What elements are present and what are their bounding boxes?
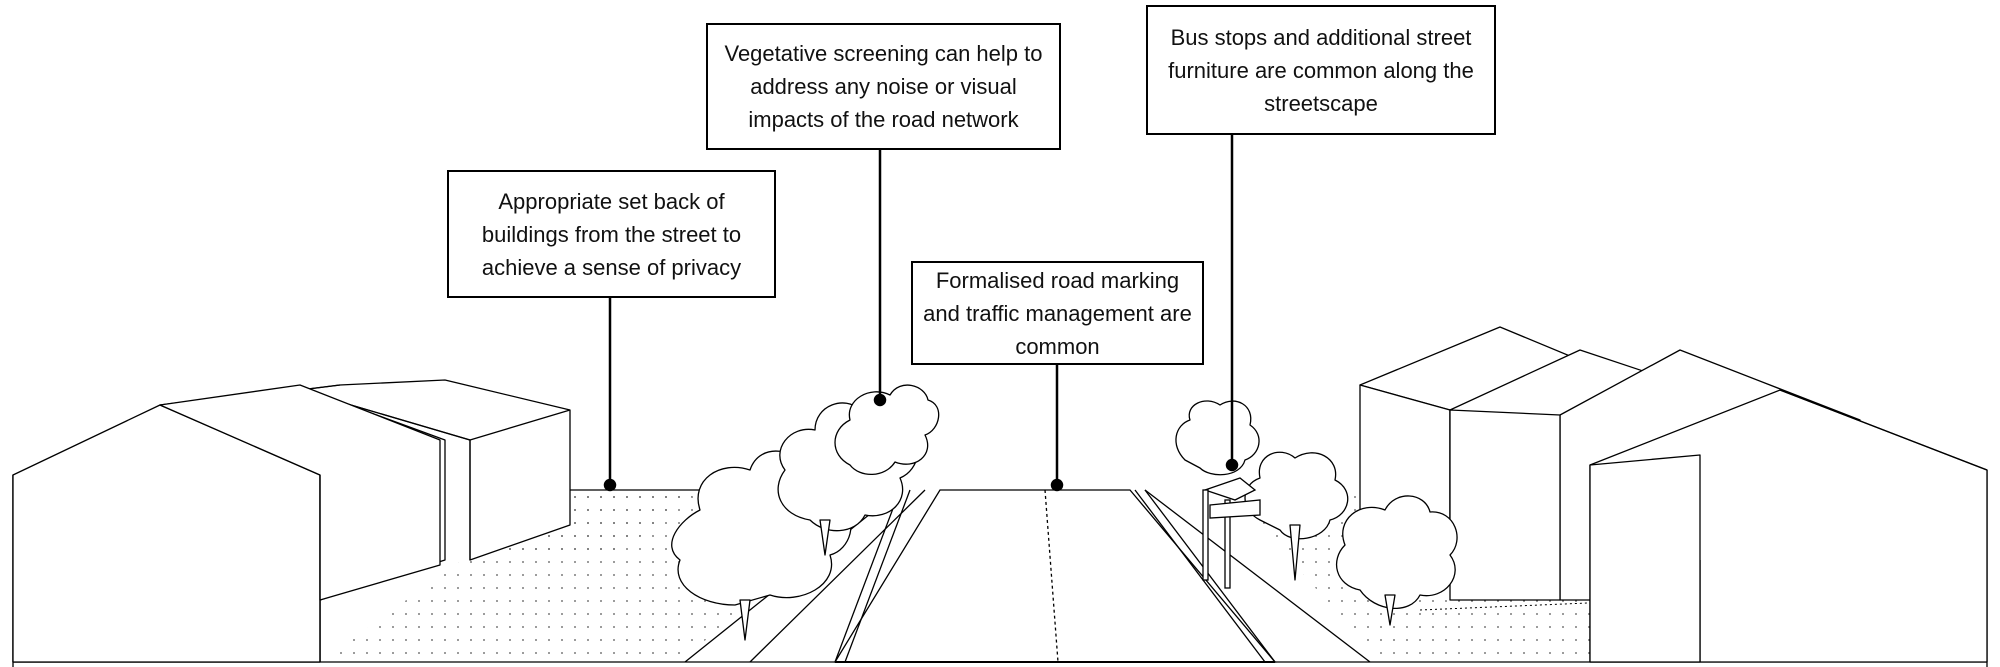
right-houses	[1359, 326, 1988, 663]
screening-callout-text: Vegetative screening can help to address…	[724, 41, 1043, 132]
bus-shelter	[1202, 477, 1261, 589]
leader-lines	[603, 135, 1239, 492]
road-marking-callout-text: Formalised road marking and traffic mana…	[923, 267, 1192, 359]
bus-stops-anchor	[1225, 458, 1239, 472]
road-marking-callout: Formalised road marking and traffic mana…	[911, 261, 1204, 365]
road	[833, 489, 1277, 663]
tree-group-left	[671, 384, 940, 641]
bus-stops-callout: Bus stops and additional street furnitur…	[1146, 5, 1496, 135]
bus-stops-callout-text: Bus stops and additional street furnitur…	[1168, 24, 1474, 116]
tree-group-right	[1175, 400, 1458, 626]
setback-callout-text: Appropriate set back of buildings from t…	[481, 188, 742, 280]
screening-callout: Vegetative screening can help to address…	[706, 23, 1061, 150]
road-marking-anchor	[1050, 478, 1064, 492]
screening-anchor	[873, 393, 887, 407]
setback-callout: Appropriate set back of buildings from t…	[447, 170, 776, 298]
setback-anchor	[603, 478, 617, 492]
left-houses	[12, 379, 571, 663]
